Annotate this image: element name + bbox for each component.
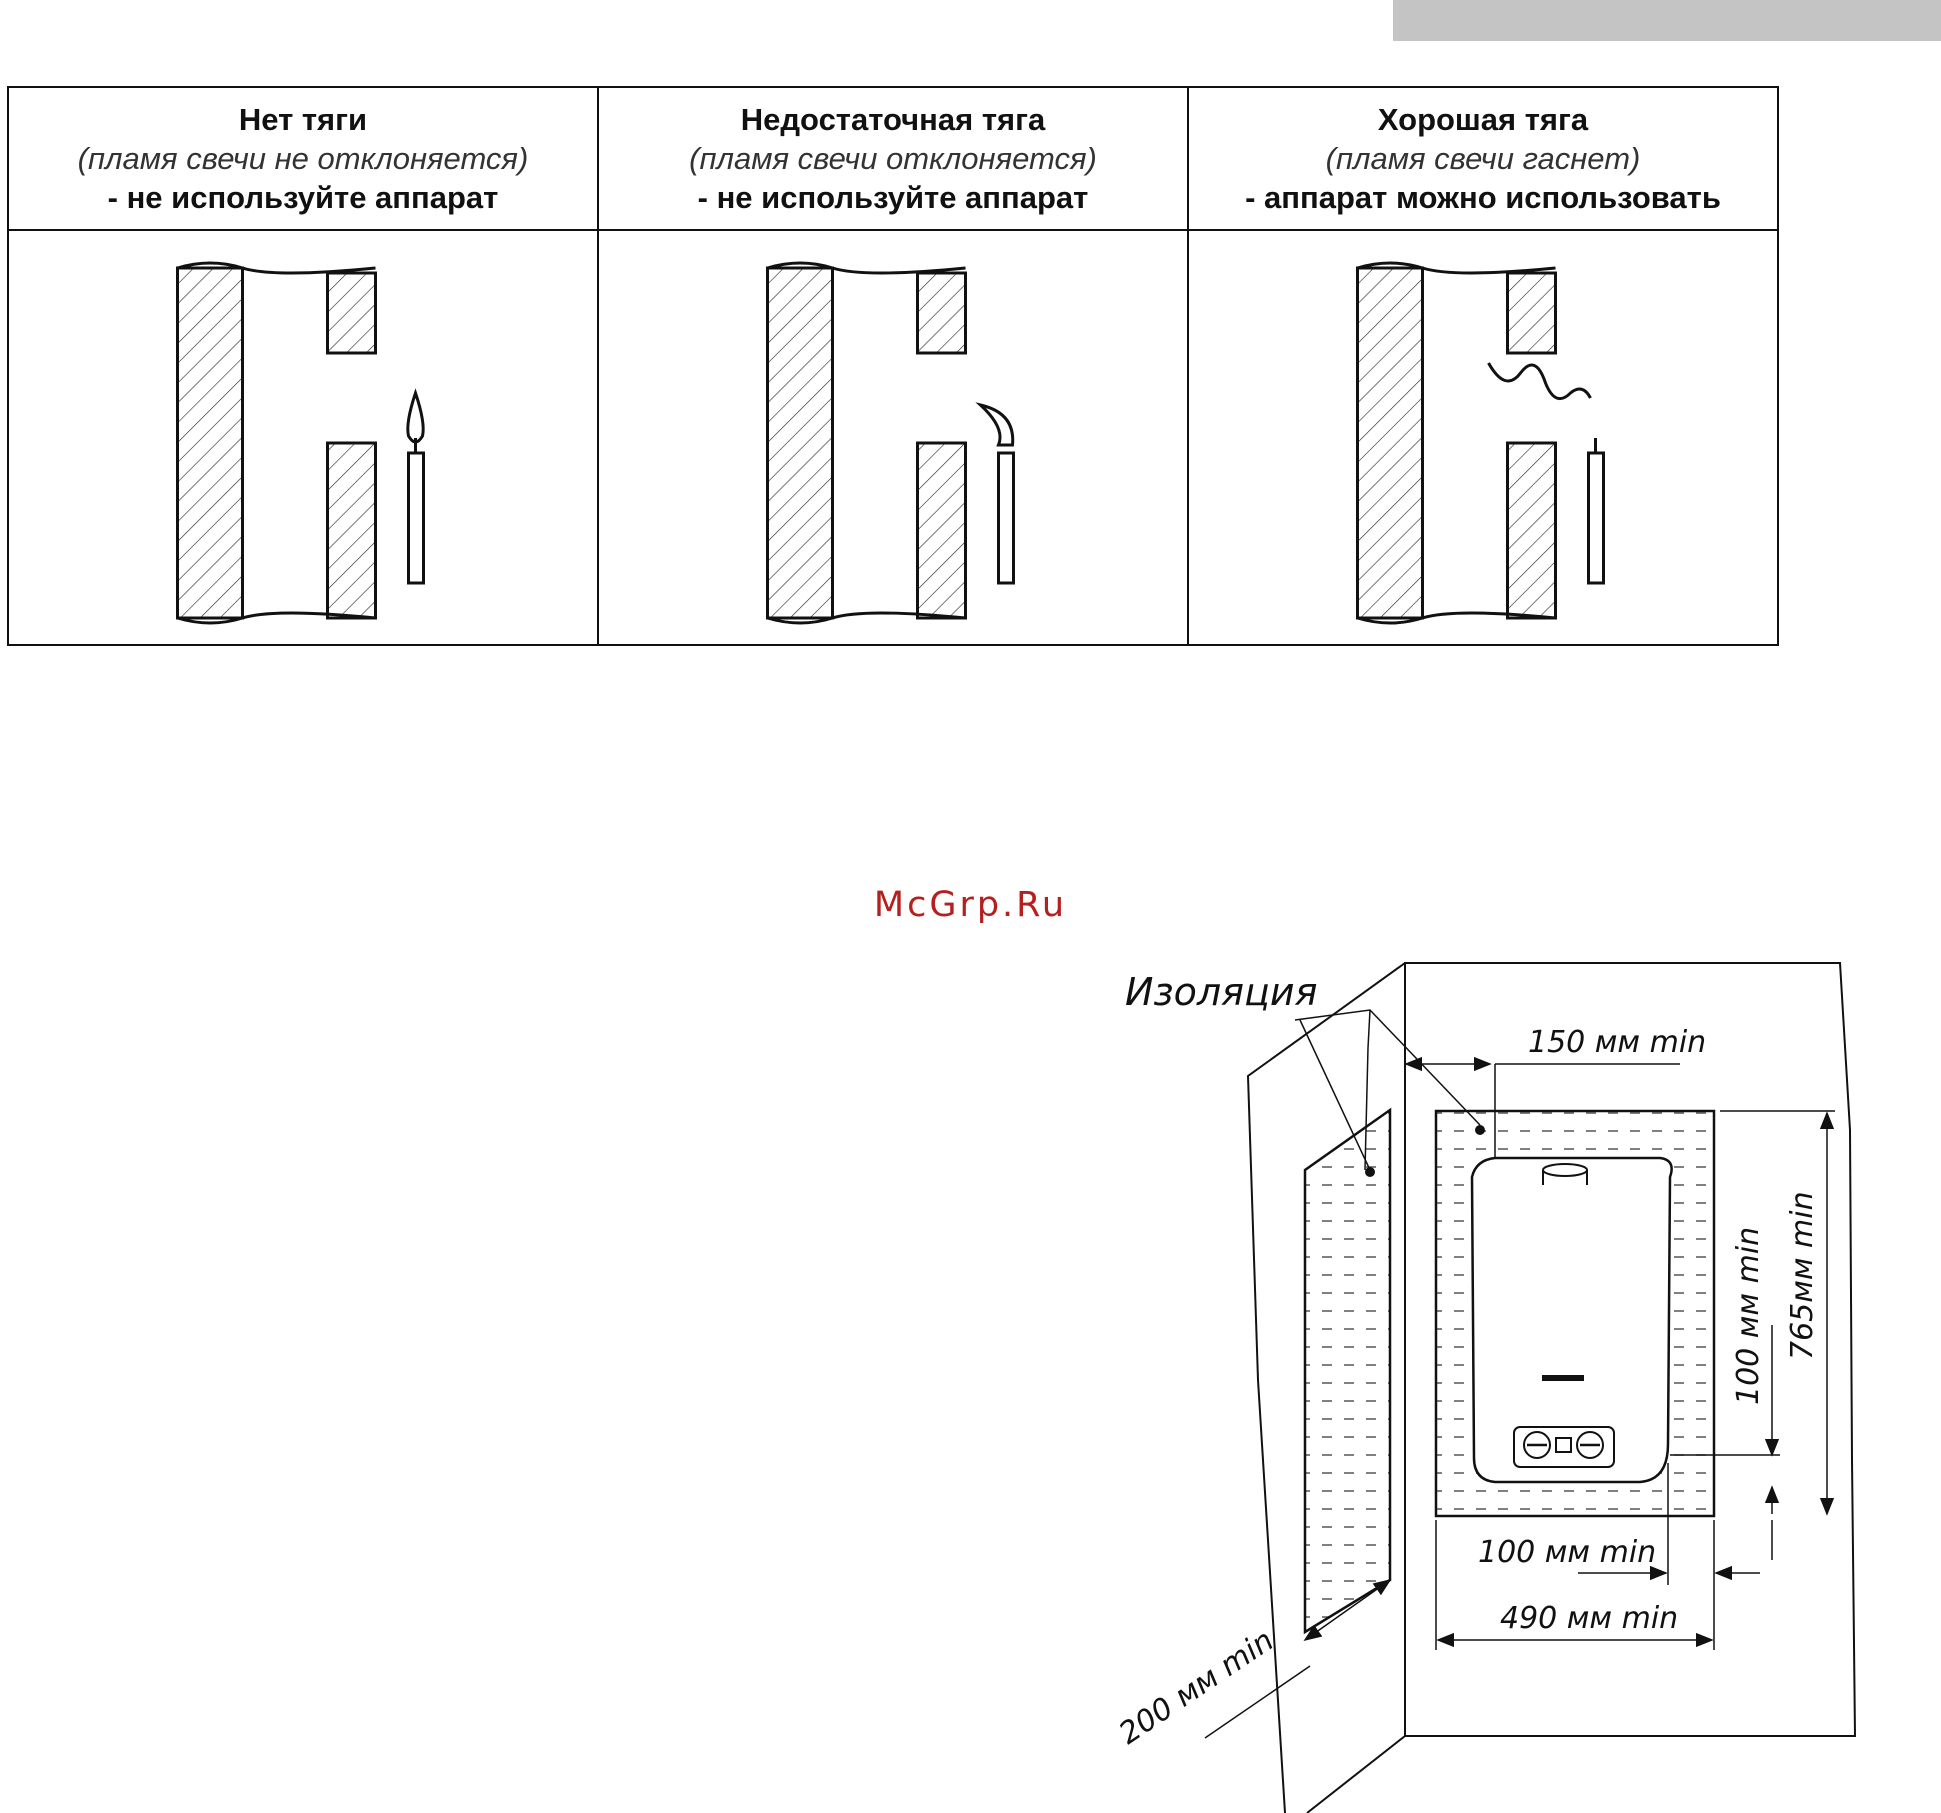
col-note: - не используйте аппарат	[599, 178, 1187, 217]
chimney-cell-good-draft	[1188, 230, 1778, 645]
chimney-cell-weak-draft	[598, 230, 1188, 645]
col-title: Недостаточная тяга	[599, 100, 1187, 139]
candle	[999, 453, 1014, 583]
dim-right-inner: 100 мм min	[1731, 1227, 1766, 1405]
col-header-good-draft: Хорошая тяга (пламя свечи гаснет) - аппа…	[1188, 87, 1778, 230]
flame-upright-icon	[408, 393, 423, 442]
col-title: Нет тяги	[9, 100, 597, 139]
chimney-wall-left	[178, 268, 243, 618]
chimney-wall-upper	[918, 273, 966, 353]
col-subtitle: (пламя свечи гаснет)	[1189, 139, 1777, 178]
chimney-wall-lower	[328, 443, 376, 618]
flame-deflected-icon	[981, 405, 1013, 445]
col-note: - аппарат можно использовать	[1189, 178, 1777, 217]
col-subtitle: (пламя свечи отклоняется)	[599, 139, 1187, 178]
chimney-drawing	[9, 233, 597, 643]
side-insulation-panel	[1305, 1110, 1390, 1632]
candle	[409, 453, 424, 583]
col-title: Хорошая тяга	[1189, 100, 1777, 139]
dim-bottom-outer: 490 мм min	[1500, 1601, 1678, 1636]
chimney-wall-lower	[1508, 443, 1556, 618]
col-subtitle: (пламя свечи не отклоняется)	[9, 139, 597, 178]
col-header-weak-draft: Недостаточная тяга (пламя свечи отклоняе…	[598, 87, 1188, 230]
smoke-trail-icon	[1489, 363, 1591, 399]
dim-bottom-inner: 100 мм min	[1478, 1535, 1656, 1570]
insulation-label: Изоляция	[1125, 970, 1317, 1014]
top-gray-bar	[1393, 0, 1941, 41]
chimney-drawing	[1189, 233, 1777, 643]
chimney-wall-left	[768, 268, 833, 618]
col-note: - не используйте аппарат	[9, 178, 597, 217]
col-header-no-draft: Нет тяги (пламя свечи не отклоняется) - …	[8, 87, 598, 230]
display-slot	[1542, 1375, 1584, 1381]
dim-top-clearance: 150 мм min	[1528, 1025, 1706, 1060]
chimney-cell-no-draft	[8, 230, 598, 645]
chimney-wall-lower	[918, 443, 966, 618]
chimney-wall-upper	[328, 273, 376, 353]
chimney-drawing	[599, 233, 1187, 643]
chimney-wall-upper	[1508, 273, 1556, 353]
draft-check-table: Нет тяги (пламя свечи не отклоняется) - …	[7, 86, 1779, 646]
installation-diagram: Изоляция 150 мм min 100 мм min 765мм min…	[1100, 960, 1870, 1813]
watermark: McGrp.Ru	[0, 885, 1941, 925]
floor-edge	[1307, 1736, 1405, 1813]
flue-outlet	[1543, 1164, 1587, 1176]
dim-right-outer: 765мм min	[1785, 1191, 1820, 1360]
chimney-wall-left	[1358, 268, 1423, 618]
dim-side-wall: 200 мм min	[1113, 1623, 1280, 1752]
candle	[1589, 453, 1604, 583]
